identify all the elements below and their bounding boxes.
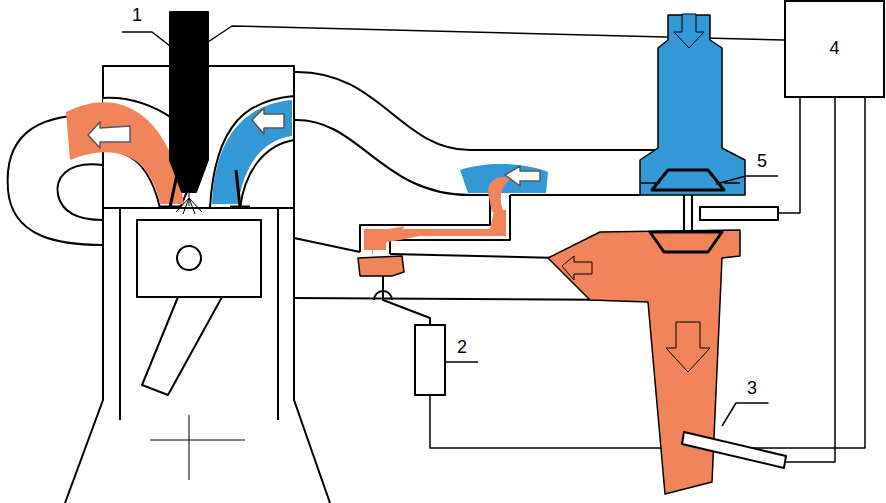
egr-flow	[372, 226, 420, 258]
flow-arrow	[88, 122, 130, 148]
callout-number: 3	[747, 379, 757, 399]
intake-port	[210, 96, 294, 208]
valve-guide	[374, 291, 392, 300]
connecting-rod	[142, 297, 222, 395]
cylinder-liner	[120, 208, 278, 420]
cylinder-block	[65, 208, 330, 503]
callout-number: 2	[457, 338, 467, 358]
flow-arrow	[505, 166, 540, 186]
compressor-outlet	[641, 182, 740, 184]
exhaust-sensor-wire	[786, 98, 835, 462]
callout-number: 1	[132, 6, 142, 26]
turbine-wheel	[650, 232, 722, 252]
egr-valve	[358, 256, 404, 276]
piston-pin	[177, 246, 201, 270]
leader-line	[446, 361, 478, 363]
turbo-shaft	[684, 195, 692, 232]
exhaust-gas	[66, 102, 184, 204]
egr-mixing	[488, 177, 512, 212]
leader-line	[122, 32, 170, 46]
flow-arrow	[666, 322, 710, 372]
exhaust-manifold-inner	[58, 164, 103, 220]
valve-stem	[383, 276, 430, 325]
compressor	[640, 15, 745, 195]
speed-sensor	[700, 207, 778, 220]
leader-line	[716, 176, 778, 184]
fuel-spray	[176, 192, 202, 214]
piston	[137, 220, 261, 297]
callout-number: 5	[757, 152, 767, 172]
compressor-wheel	[652, 170, 724, 190]
valves	[160, 170, 250, 207]
intake-pipe	[294, 120, 640, 195]
egr-actuator	[415, 325, 445, 395]
intake-air	[212, 100, 292, 204]
leader-line	[722, 403, 768, 426]
exhaust-sensor	[682, 432, 786, 468]
flow-arrow	[562, 256, 592, 280]
turbine	[548, 230, 740, 494]
callout-number: 4	[829, 39, 839, 59]
control-unit-box: 4	[784, 0, 885, 98]
crankshaft-axis	[150, 415, 245, 480]
flow-arrow	[252, 108, 284, 134]
egr-pipe	[360, 195, 510, 254]
sensor-wire	[778, 98, 800, 213]
flow-arrow	[674, 14, 704, 48]
injector	[170, 12, 208, 192]
